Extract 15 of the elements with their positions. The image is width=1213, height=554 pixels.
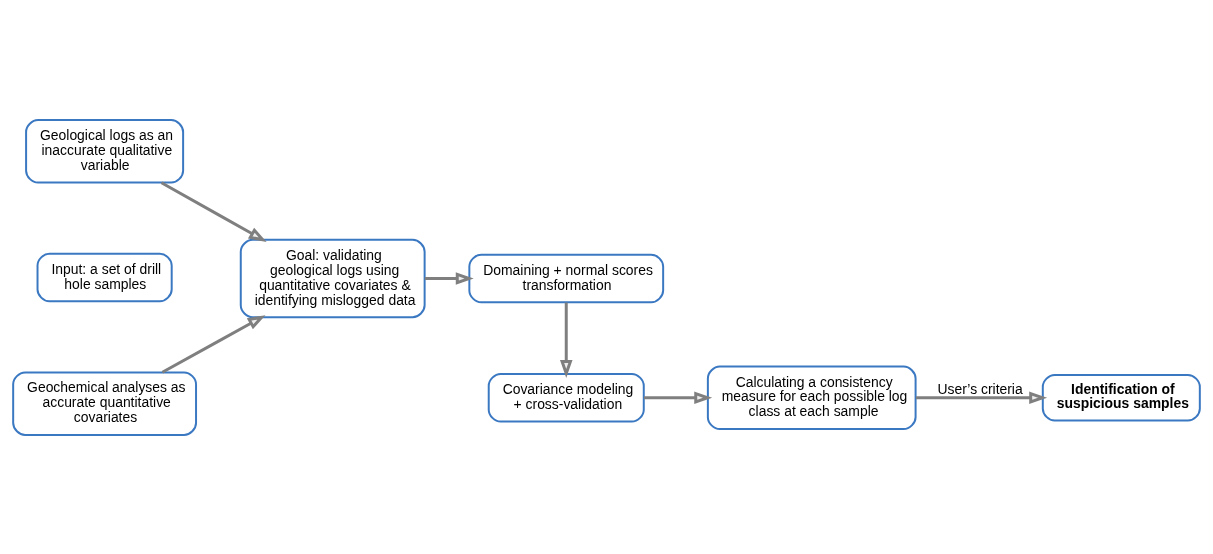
node-box: Domaining + normal scores transformation [468, 253, 665, 303]
arrow [559, 302, 573, 378]
node-box: Goal: validating geological logs using quantitative covariates & identifying mislogged data [239, 238, 426, 318]
node-box: Geological logs as an inaccurate qualitative variable [25, 118, 185, 184]
node-box: Geochemical analyses as accurate quantitative covariates [12, 370, 198, 436]
node-box: Covariance modeling + cross-validation [487, 372, 645, 423]
edge-label: User’s criteria [937, 380, 1023, 397]
arrow [643, 390, 713, 404]
node-box: Input: a set of drill hole samples [36, 252, 173, 302]
node-box: Calculating a consistency measure for each possible log class at each sample [706, 364, 917, 430]
arrow [424, 271, 474, 285]
arrow [916, 390, 1048, 404]
arrow [160, 180, 267, 242]
node-box: Identification of suspicious samples [1041, 373, 1201, 422]
arrow [161, 314, 266, 374]
